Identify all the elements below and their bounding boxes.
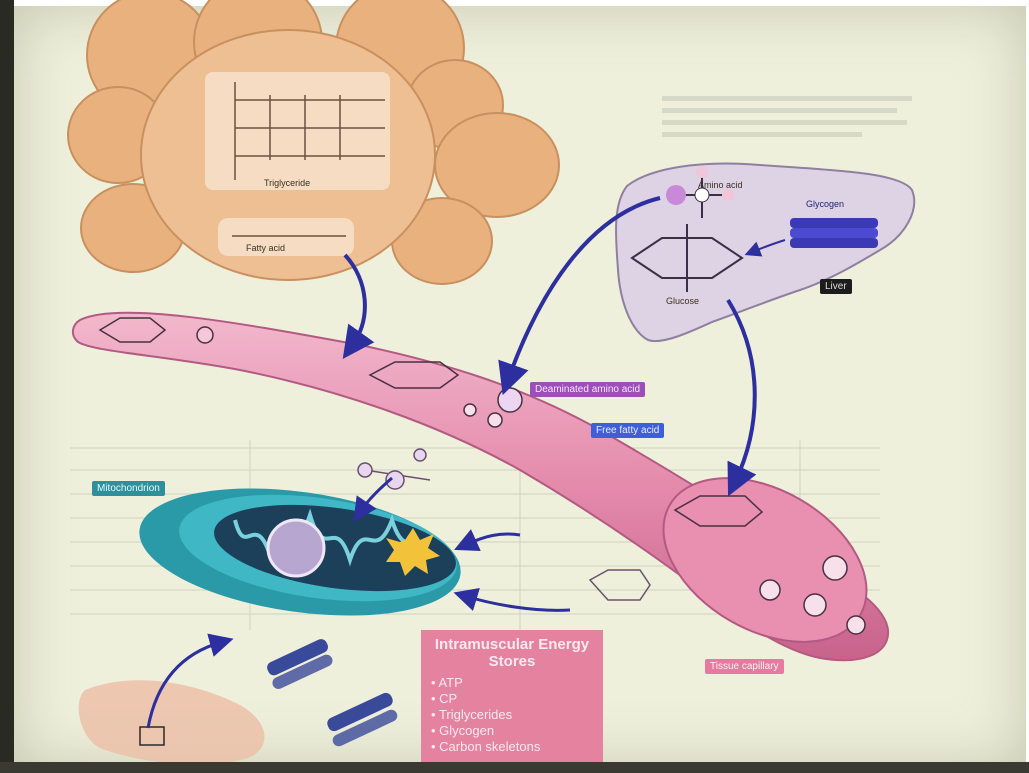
glucose-label: Glucose (666, 296, 699, 306)
arrow-molecule-to-mitochondrion (360, 478, 392, 512)
arrow-glucose-to-capillary (728, 300, 755, 482)
krebs-cycle-icon (268, 520, 324, 576)
scan-bottom-edge (0, 762, 1029, 773)
liver-label: Liver (820, 279, 852, 294)
glycogen-stack-icon (790, 218, 878, 248)
free-fatty-acid-label: Free fatty acid (591, 423, 664, 438)
mitochondrion-label: Mitochondrion (92, 481, 165, 496)
muscle-fiber-icons (265, 637, 399, 748)
deaminated-amino-acid-label: Deaminated amino acid (530, 382, 645, 397)
energy-store-item: ATP (431, 675, 593, 691)
arrow-vessel-to-mitochondrion (465, 534, 520, 545)
energy-store-item: Carbon skeletons (431, 739, 593, 755)
energy-stores-title: Intramuscular Energy Stores (431, 636, 593, 670)
liver-shape (616, 164, 914, 342)
tissue-capillary-label: Tissue capillary (705, 659, 784, 674)
intramuscular-energy-stores-box: Intramuscular Energy Stores ATP CP Trigl… (421, 630, 603, 766)
arrow-glucose-to-mitochondrion (465, 596, 570, 610)
mitochondrion (131, 470, 469, 634)
faint-text-block (662, 96, 912, 137)
glycogen-label: Glycogen (806, 199, 844, 209)
amino-acid-label: Amino acid (698, 180, 743, 190)
energy-store-item: CP (431, 691, 593, 707)
fatty-acid-label: Fatty acid (246, 243, 285, 253)
triglyceride-label: Triglyceride (264, 178, 310, 188)
arm-sketch (79, 680, 265, 764)
energy-stores-list: ATP CP Triglycerides Glycogen Carbon ske… (431, 675, 593, 755)
energy-store-item: Triglycerides (431, 707, 593, 723)
energy-store-item: Glycogen (431, 723, 593, 739)
